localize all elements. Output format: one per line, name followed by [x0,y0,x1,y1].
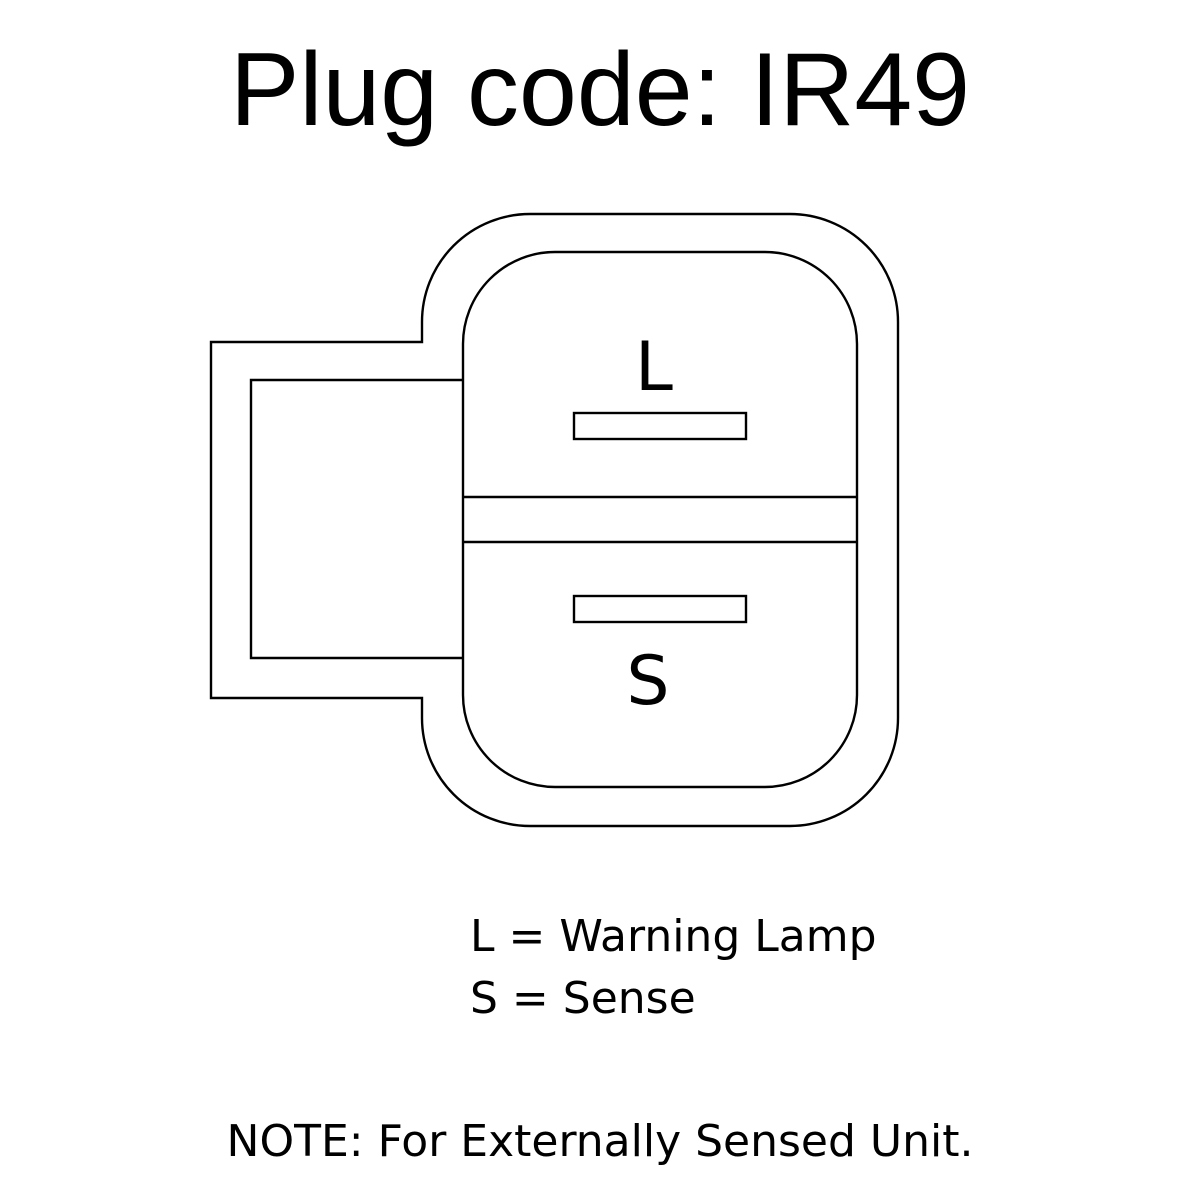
pin-legend: L = Warning Lamp S = Sense [470,906,877,1030]
legend-item-l: L = Warning Lamp [470,911,877,962]
page-title: Plug code: IR49 [229,32,971,148]
connector-inner-tab [249,378,463,660]
pin-label-l: L [635,328,673,407]
pin-label-s: S [626,642,669,721]
terminal-blade-s [572,594,748,624]
terminal-blade-l [572,411,748,441]
legend-item-s: S = Sense [470,973,696,1024]
connector-outer-housing [209,212,900,828]
connector-inner-cavity [461,250,859,789]
note-text: NOTE: For Externally Sensed Unit. [226,1116,974,1167]
